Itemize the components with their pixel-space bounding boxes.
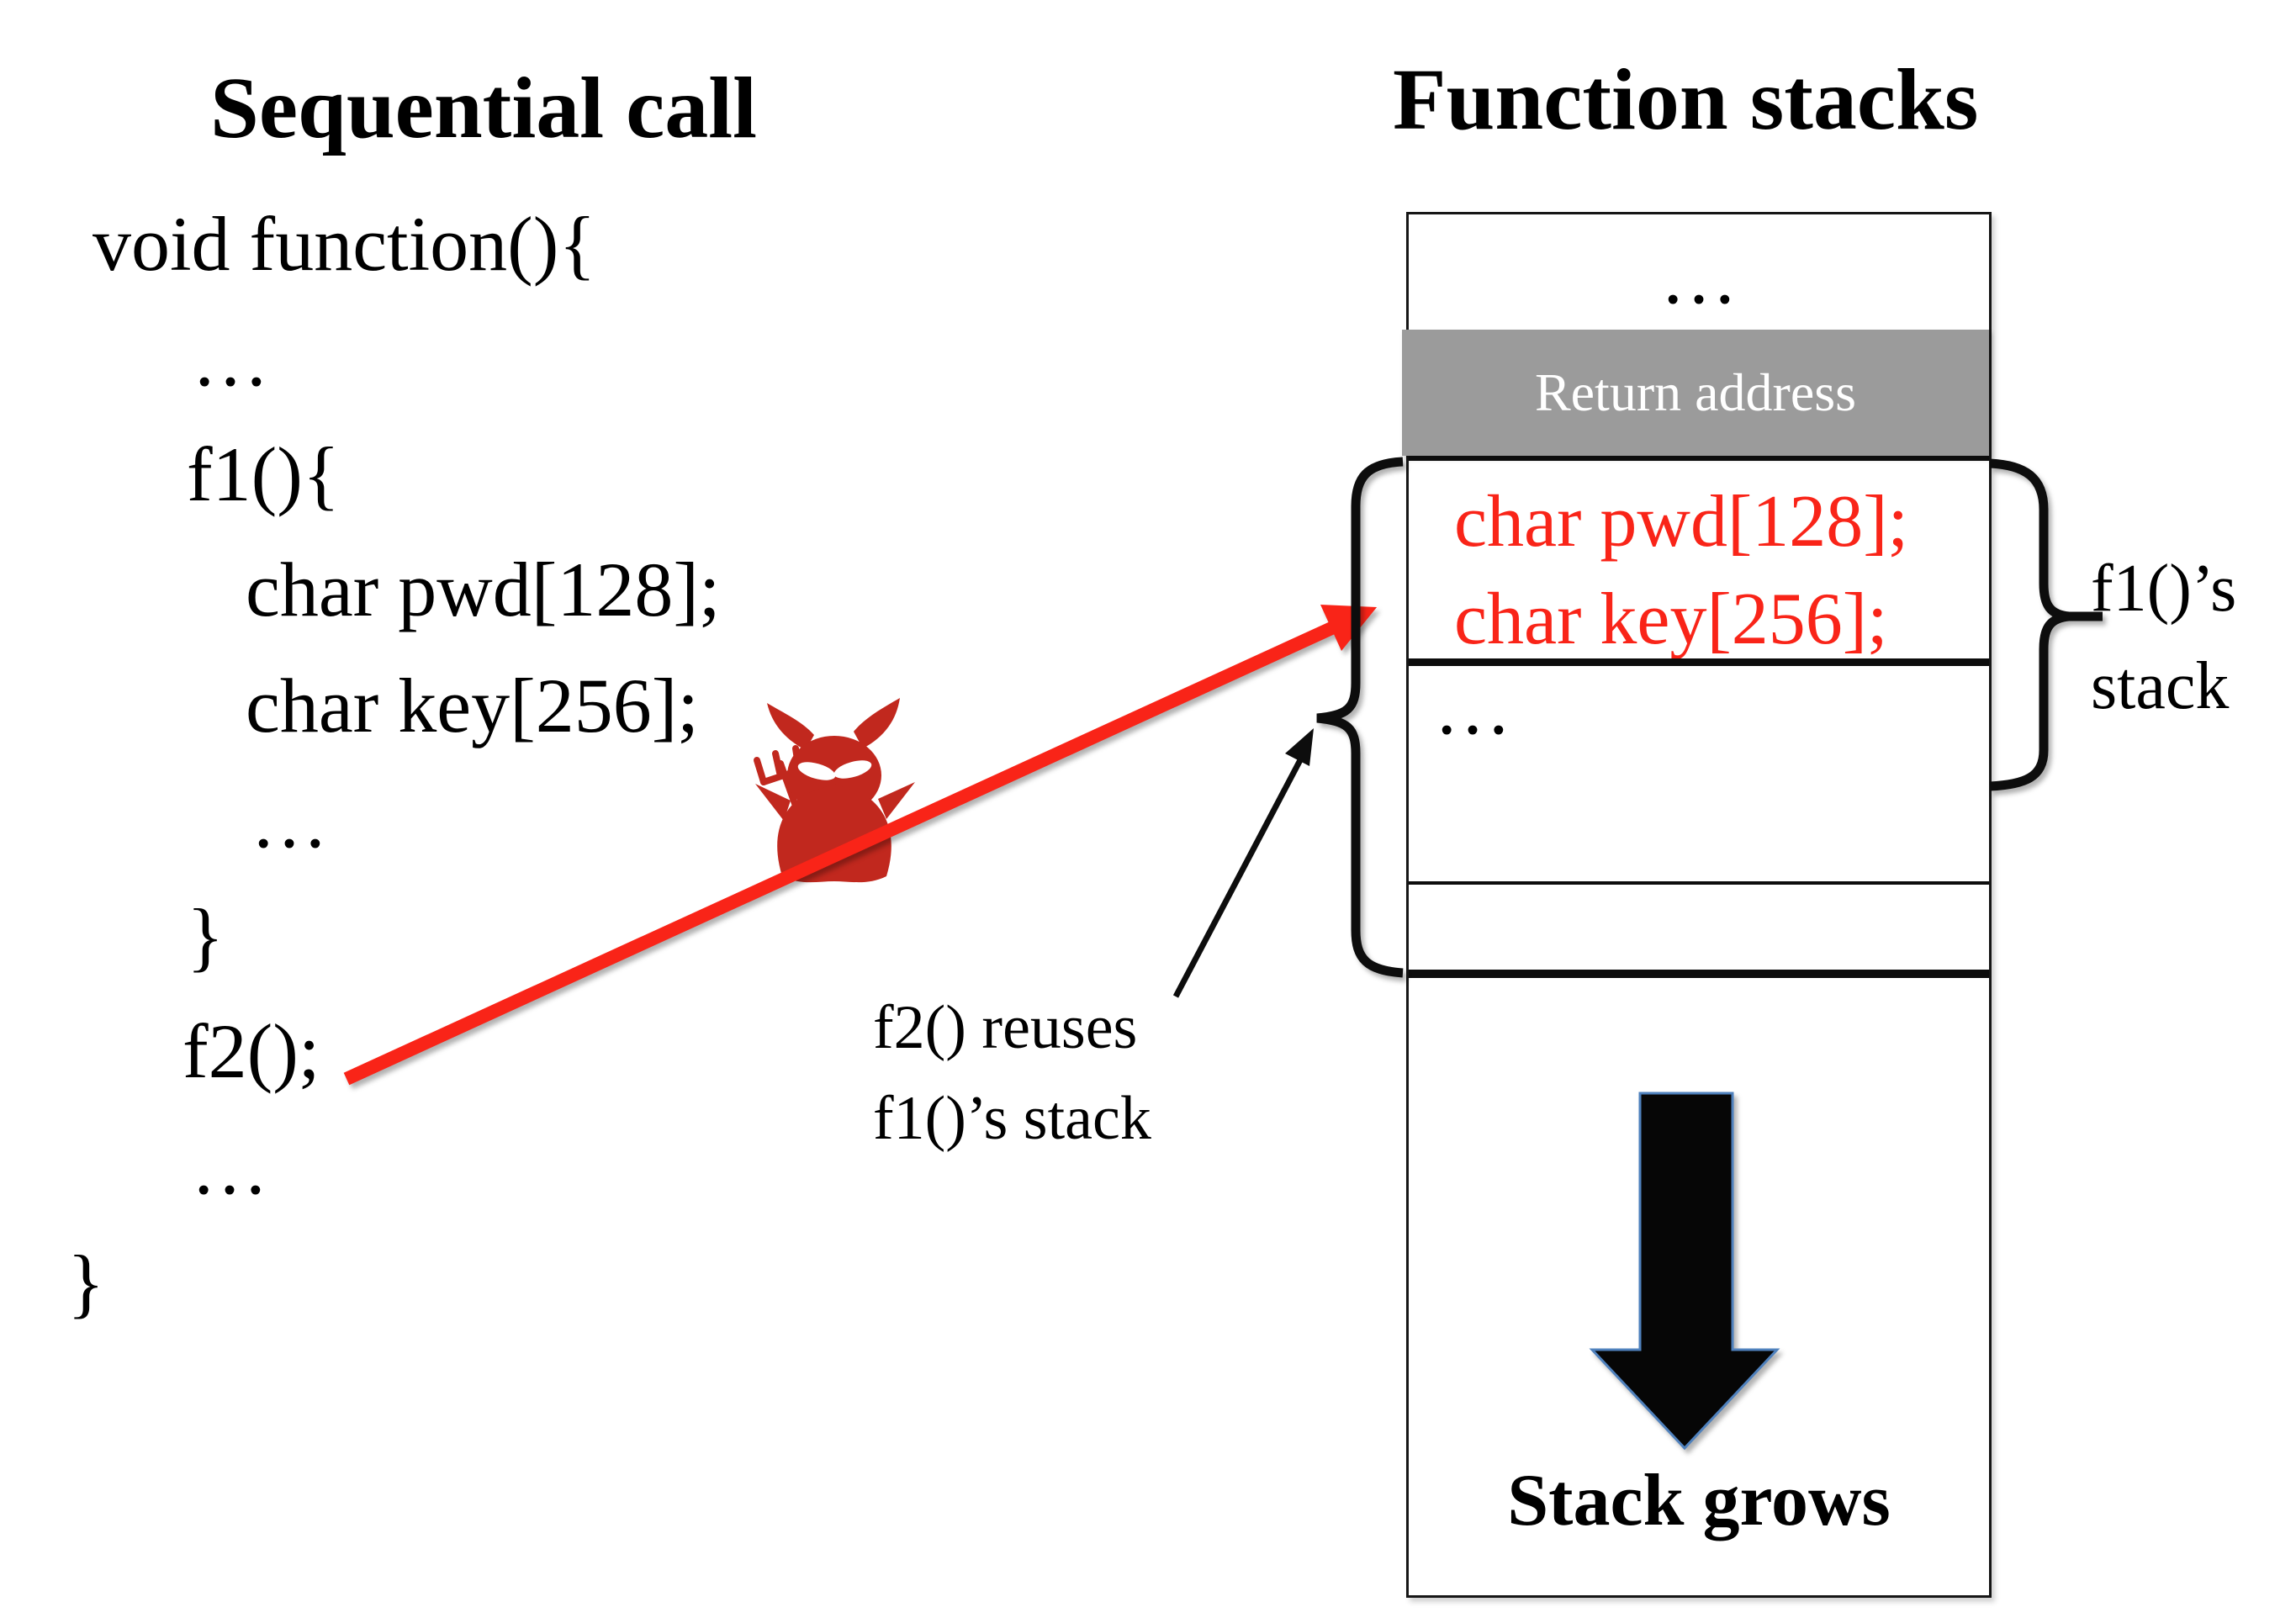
sequential-call-title: Sequential call (210, 60, 758, 156)
reuse-annotation-label: f2() reuses f1()’s stack (873, 982, 1151, 1164)
f1-stack-label: f1()’s stack (2091, 540, 2236, 735)
reuse-annotation-line: f2() reuses (873, 993, 1138, 1062)
code-line: f2(); (183, 1008, 320, 1094)
code-line: } (67, 1240, 105, 1325)
cell-divider-thick (1409, 658, 1989, 666)
reused-buffer-cell: char pwd[128]; char key[256]; (1454, 473, 1908, 669)
function-stack-diagram: … Return address char pwd[128]; char key… (1402, 212, 1992, 1598)
buffer-line: char pwd[128]; (1454, 481, 1909, 563)
function-stacks-title: Function stacks (1393, 51, 1979, 148)
left-brace-icon (1316, 457, 1404, 978)
reuse-pointer-arrow-icon (1172, 728, 1314, 998)
stack-top-ellipsis: … (1660, 234, 1738, 320)
code-line: char key[256]; (246, 663, 699, 748)
frame-boundary-line (1409, 970, 1989, 978)
buffer-line: char key[256]; (1454, 579, 1888, 660)
code-line: … (192, 316, 269, 402)
code-line: … (251, 778, 328, 864)
f1-stack-label-line: stack (2091, 649, 2230, 723)
right-brace-icon (1989, 458, 2103, 791)
cell-divider (1409, 881, 1989, 885)
code-line: void function(){ (93, 201, 596, 287)
code-line: char pwd[128]; (246, 547, 721, 632)
code-line: } (187, 893, 225, 979)
reuse-annotation-line: f1()’s stack (873, 1084, 1151, 1153)
stack-mid-ellipsis: … (1434, 664, 1511, 750)
devil-icon (754, 698, 915, 883)
f1-stack-label-line: f1()’s (2091, 552, 2237, 626)
code-line: … (191, 1124, 268, 1210)
return-address-cell: Return address (1402, 330, 1989, 456)
code-line: f1(){ (187, 431, 341, 517)
stack-grows-label: Stack grows (1507, 1460, 1891, 1541)
cell-divider (1409, 456, 1989, 461)
